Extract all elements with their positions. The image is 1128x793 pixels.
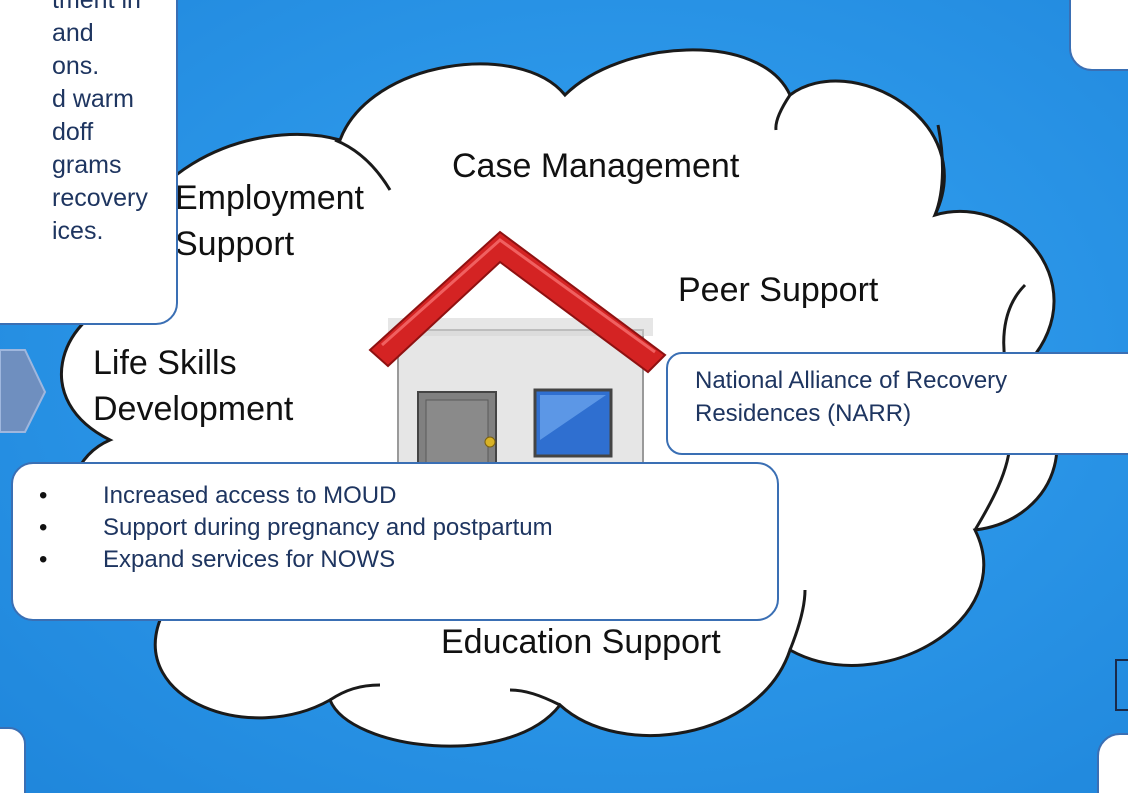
bullet-item: Support during pregnancy and postpartum [13,512,777,544]
label-peer-support: Peer Support [678,271,879,309]
roof-highlight [381,238,656,354]
left-box-line: d warm [52,85,134,113]
left-box-line: recovery [52,184,148,212]
left-box-line: grams [52,151,122,179]
left-box-line: tment in [52,0,141,14]
label-case-management: Case Management [452,147,740,185]
label-life-skills: Life Skills Development [93,344,294,428]
left-box-line: and [52,19,94,47]
edge-box-fragment [1097,733,1128,793]
bullet-item: Expand services for NOWS [13,544,777,576]
cloud-curl [334,138,392,191]
edge-box-fragment [1115,659,1128,711]
bullet-list: Increased access to MOUD Support during … [13,480,777,576]
left-box-line: doff [52,118,94,146]
cloud-curl [509,688,561,707]
edge-box-fragment [1069,0,1128,71]
cloud-curl [788,589,807,651]
chevron-right-icon [0,349,47,433]
narr-line: National Alliance of Recovery [695,367,1008,394]
edge-box-fragment [0,727,26,793]
cloud-curl [329,683,381,702]
label-employment-support: Employment Support [175,179,364,263]
left-box-text: tment in and ons. d warm doff grams reco… [52,0,176,248]
left-box-line: ons. [52,52,100,80]
bullet-item: Increased access to MOUD [13,480,777,512]
left-text-box: tment in and ons. d warm doff grams reco… [0,0,178,325]
door-knob [484,436,496,448]
house-icon [368,230,667,475]
cloud-curl [933,124,944,216]
left-box-line: ices. [52,217,104,245]
bullet-box: Increased access to MOUD Support during … [11,462,779,621]
label-education-support: Education Support [441,623,721,661]
narr-line: Residences (NARR) [695,400,912,427]
narr-box: National Alliance of Recovery Residences… [666,352,1128,455]
cloud-curl [774,94,792,131]
